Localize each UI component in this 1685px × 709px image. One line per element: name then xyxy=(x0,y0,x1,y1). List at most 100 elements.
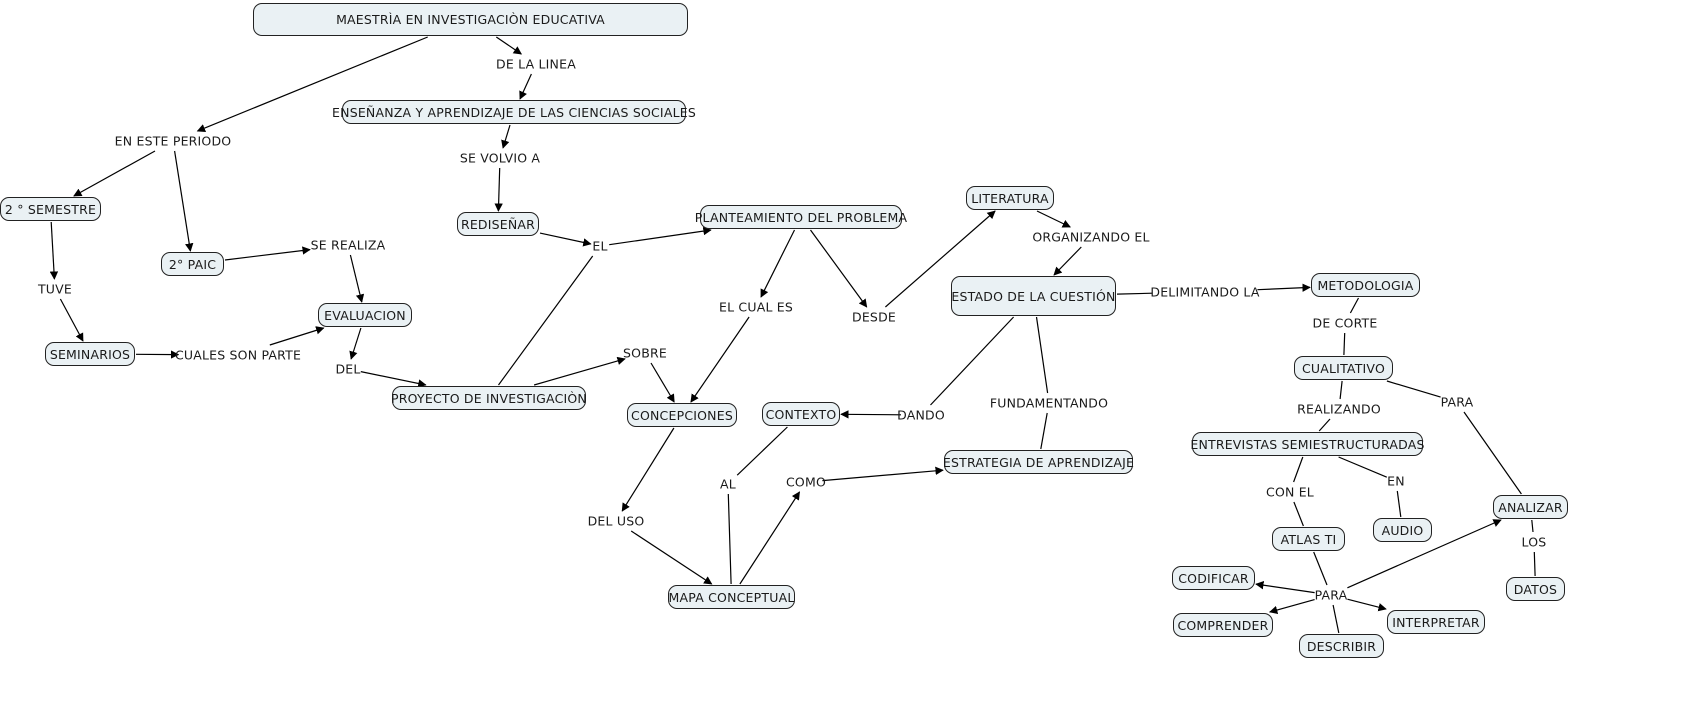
edge-estado-to-delimitando-la xyxy=(1116,292,1153,295)
concept-node-paic[interactable]: 2° PAIC xyxy=(161,252,224,276)
concept-node-semestre[interactable]: 2 ° SEMESTRE xyxy=(0,197,101,221)
concept-node-label: ESTRATEGIA DE APRENDIZAJE xyxy=(942,454,1135,470)
concept-node-codificar[interactable]: CODIFICAR xyxy=(1172,566,1255,590)
concept-node-label: CUALITATIVO xyxy=(1301,360,1386,376)
concept-node-metodologia[interactable]: METODOLOGIA xyxy=(1311,273,1420,297)
edge-semestre-to-tuve xyxy=(49,221,59,280)
edge-para-cual-to-analizar xyxy=(1463,411,1522,495)
link-label-al: AL xyxy=(720,476,736,492)
concept-node-label: ANALIZAR xyxy=(1498,499,1563,515)
concept-node-estado[interactable]: ESTADO DE LA CUESTIÓN xyxy=(951,276,1116,316)
link-label-delimitando-la: DELIMITANDO LA xyxy=(1150,284,1260,300)
edge-cualitativo-to-para-cual xyxy=(1386,380,1441,398)
edge-se-realiza-to-evaluacion xyxy=(349,254,365,303)
concept-node-concepciones[interactable]: CONCEPCIONES xyxy=(627,403,737,427)
link-label-con-el: CON EL xyxy=(1266,484,1314,500)
concept-node-comprender[interactable]: COMPRENDER xyxy=(1173,613,1273,637)
link-label-se-volvio-a: SE VOLVIO A xyxy=(459,150,541,166)
edge-tuve-to-seminarios xyxy=(59,298,84,342)
edge-sobre-to-concepciones xyxy=(650,362,675,403)
link-label-de-corte: DE CORTE xyxy=(1312,315,1378,331)
edge-para-atlas-to-interpretar xyxy=(1347,598,1387,612)
link-label-se-realiza: SE REALIZA xyxy=(310,237,386,253)
link-label-cuales-son-parte: CUALES SON PARTE xyxy=(174,347,302,363)
concept-node-analizar[interactable]: ANALIZAR xyxy=(1493,495,1568,519)
concept-node-literatura[interactable]: LITERATURA xyxy=(966,186,1054,210)
concept-node-label: 2° PAIC xyxy=(168,256,217,272)
edge-de-corte-to-cualitativo xyxy=(1343,332,1346,356)
link-label-para-atlas: PARA xyxy=(1314,587,1348,603)
link-label-organizando-el: ORGANIZANDO EL xyxy=(1032,229,1150,245)
edge-dando-to-contexto xyxy=(840,410,902,419)
edge-atlasti-to-para-atlas xyxy=(1313,551,1328,586)
concept-node-cualitativo[interactable]: CUALITATIVO xyxy=(1294,356,1393,380)
link-label-los: LOS xyxy=(1521,534,1547,550)
link-label-en-este-periodo: EN ESTE PERIODO xyxy=(114,133,232,149)
edge-en-to-audio xyxy=(1396,490,1402,518)
edge-organizando-el-to-estado xyxy=(1053,246,1082,276)
concept-node-interpretar[interactable]: INTERPRETAR xyxy=(1387,610,1485,634)
edge-el-to-proyecto xyxy=(498,255,594,386)
edge-para-atlas-to-codificar xyxy=(1255,581,1315,594)
edge-del-uso-to-mapa xyxy=(630,530,713,585)
edge-delimitando-la-to-metodologia xyxy=(1257,283,1311,292)
link-label-fundamentando: FUNDAMENTANDO xyxy=(989,395,1109,411)
concept-node-seminarios[interactable]: SEMINARIOS xyxy=(45,342,135,366)
concept-node-label: METODOLOGIA xyxy=(1317,277,1414,293)
edge-analizar-to-los xyxy=(1531,519,1534,533)
edge-como-to-estrategia xyxy=(822,466,944,482)
concept-node-label: ENTREVISTAS SEMIESTRUCTURADAS xyxy=(1190,436,1425,452)
concept-node-contexto[interactable]: CONTEXTO xyxy=(762,402,840,426)
link-label-desde: DESDE xyxy=(852,309,896,325)
concept-node-mapa[interactable]: MAPA CONCEPTUAL xyxy=(668,585,795,609)
concept-node-label: INTERPRETAR xyxy=(1392,614,1480,630)
concept-node-ensenanza[interactable]: ENSEÑANZA Y APRENDIZAJE DE LAS CIENCIAS … xyxy=(332,100,696,124)
link-label-del-uso: DEL USO xyxy=(587,513,645,529)
concept-node-audio[interactable]: AUDIO xyxy=(1373,518,1432,542)
concept-node-atlasti[interactable]: ATLAS TI xyxy=(1272,527,1345,551)
edge-estado-to-dando xyxy=(930,316,1015,406)
edge-para-atlas-to-describir xyxy=(1332,604,1340,634)
link-label-el: EL xyxy=(592,238,608,254)
concept-node-datos[interactable]: DATOS xyxy=(1506,577,1565,601)
edge-estado-to-fundamentando xyxy=(1035,316,1049,394)
edge-planteamiento-to-el-cual-es xyxy=(760,229,796,298)
concept-node-label: EVALUACION xyxy=(324,307,406,323)
concept-node-label: DATOS xyxy=(1513,581,1558,597)
concept-node-proyecto[interactable]: PROYECTO DE INVESTIGACIÒN xyxy=(391,386,587,410)
edge-contexto-to-al xyxy=(736,426,788,476)
concept-node-label: LITERATURA xyxy=(971,190,1049,206)
link-label-como: COMO xyxy=(786,474,826,490)
concept-node-evaluacion[interactable]: EVALUACION xyxy=(318,303,412,327)
edge-los-to-datos xyxy=(1533,551,1536,577)
edge-mapa-to-como xyxy=(739,491,801,585)
concept-node-label: SEMINARIOS xyxy=(49,346,131,362)
edge-metodologia-to-de-corte xyxy=(1349,297,1360,314)
concept-node-maestria[interactable]: MAESTRÌA EN INVESTIGACIÒN EDUCATIVA xyxy=(253,3,688,36)
edge-cualitativo-to-realizando xyxy=(1339,380,1343,400)
concept-node-entrevistas[interactable]: ENTREVISTAS SEMIESTRUCTURADAS xyxy=(1190,432,1425,456)
concept-node-estrategia[interactable]: ESTRATEGIA DE APRENDIZAJE xyxy=(942,450,1135,474)
edge-al-to-mapa xyxy=(727,493,732,585)
concept-node-label: ATLAS TI xyxy=(1280,531,1337,547)
edge-de-la-linea-to-ensenanza xyxy=(519,73,532,100)
link-label-para-cual: PARA xyxy=(1440,394,1474,410)
concept-node-label: REDISEÑAR xyxy=(460,216,536,232)
edge-el-cual-es-to-concepciones xyxy=(690,316,750,403)
concept-node-label: PLANTEAMIENTO DEL PROBLEMA xyxy=(694,209,908,225)
concept-node-planteamiento[interactable]: PLANTEAMIENTO DEL PROBLEMA xyxy=(695,205,907,229)
link-label-el-cual-es: EL CUAL ES xyxy=(718,299,794,315)
edge-planteamiento-to-desde xyxy=(810,229,868,308)
edge-se-volvio-a-to-rediseñar xyxy=(494,167,503,212)
concept-node-label: 2 ° SEMESTRE xyxy=(4,201,97,217)
link-label-del: DEL xyxy=(335,361,361,377)
concept-node-rediseñar[interactable]: REDISEÑAR xyxy=(457,212,539,236)
edge-rediseñar-to-el xyxy=(539,232,592,247)
edge-concepciones-to-del-uso xyxy=(621,427,675,512)
edge-fundamentando-to-estrategia xyxy=(1040,412,1048,450)
concept-node-label: ESTADO DE LA CUESTIÓN xyxy=(951,288,1116,304)
edge-cuales-son-parte-to-evaluacion xyxy=(269,326,325,346)
link-label-tuve: TUVE xyxy=(37,281,73,297)
concept-node-describir[interactable]: DESCRIBIR xyxy=(1299,634,1384,658)
edge-evaluacion-to-del xyxy=(349,327,362,360)
